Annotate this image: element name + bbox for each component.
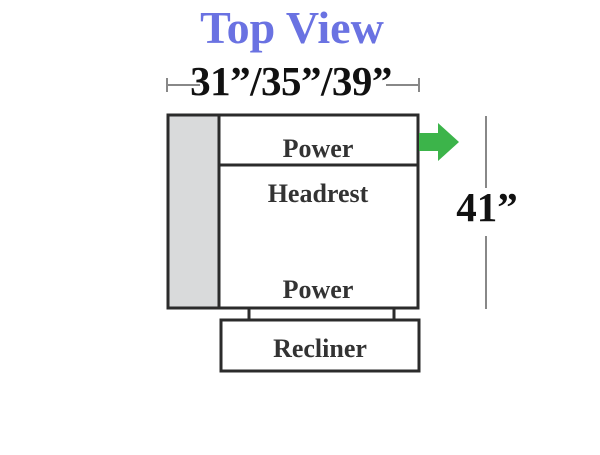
height-dimension-label: 41” bbox=[456, 184, 518, 230]
recliner-connector bbox=[247, 308, 396, 320]
power-bottom-label: Power bbox=[282, 275, 354, 304]
seat-body bbox=[217, 113, 420, 310]
diagram-title: Top View bbox=[200, 2, 384, 53]
recliner-footrest bbox=[219, 318, 421, 373]
armrest bbox=[166, 113, 221, 310]
width-dimension-label: 31”/35”/39” bbox=[190, 58, 392, 104]
power-top-label: Power bbox=[282, 134, 354, 163]
arrow-right-icon bbox=[419, 123, 459, 161]
width-dimension-line bbox=[166, 78, 420, 92]
headrest-label: Headrest bbox=[267, 179, 369, 208]
recliner-label: Recliner bbox=[273, 334, 367, 363]
